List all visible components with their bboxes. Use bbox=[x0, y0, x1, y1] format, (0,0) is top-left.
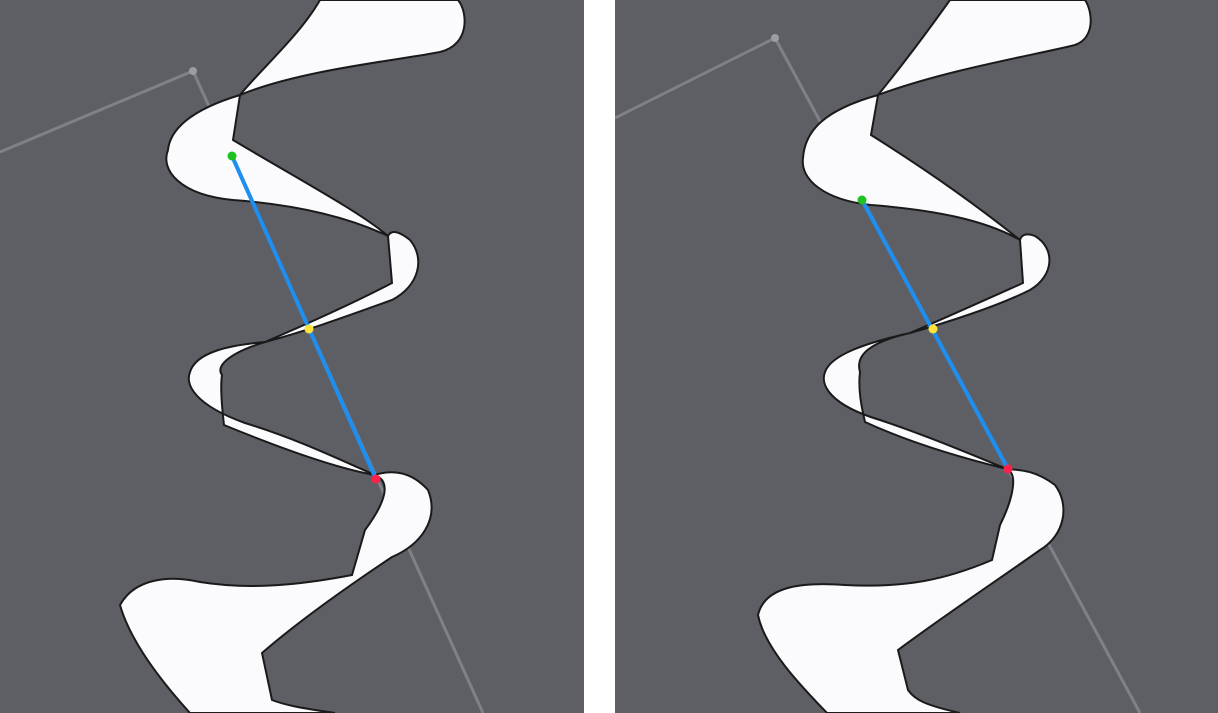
start-point[interactable] bbox=[227, 151, 237, 161]
wavy-shape[interactable] bbox=[239, 0, 466, 96]
canvas-panel-left[interactable] bbox=[0, 0, 584, 713]
segment-line bbox=[860, 198, 1010, 471]
midpoint[interactable] bbox=[304, 324, 314, 334]
guide-handle[interactable] bbox=[771, 34, 779, 42]
segment-line bbox=[230, 154, 378, 481]
start-point[interactable] bbox=[857, 195, 867, 205]
end-point[interactable] bbox=[371, 474, 381, 484]
guide-handle[interactable] bbox=[189, 67, 197, 75]
end-point[interactable] bbox=[1003, 464, 1013, 474]
canvas-panel-right[interactable] bbox=[615, 0, 1218, 713]
wavy-shape-body[interactable] bbox=[756, 93, 1065, 713]
wavy-shape[interactable] bbox=[874, 0, 1092, 98]
midpoint[interactable] bbox=[928, 324, 938, 334]
wavy-shape-body[interactable] bbox=[118, 93, 433, 713]
